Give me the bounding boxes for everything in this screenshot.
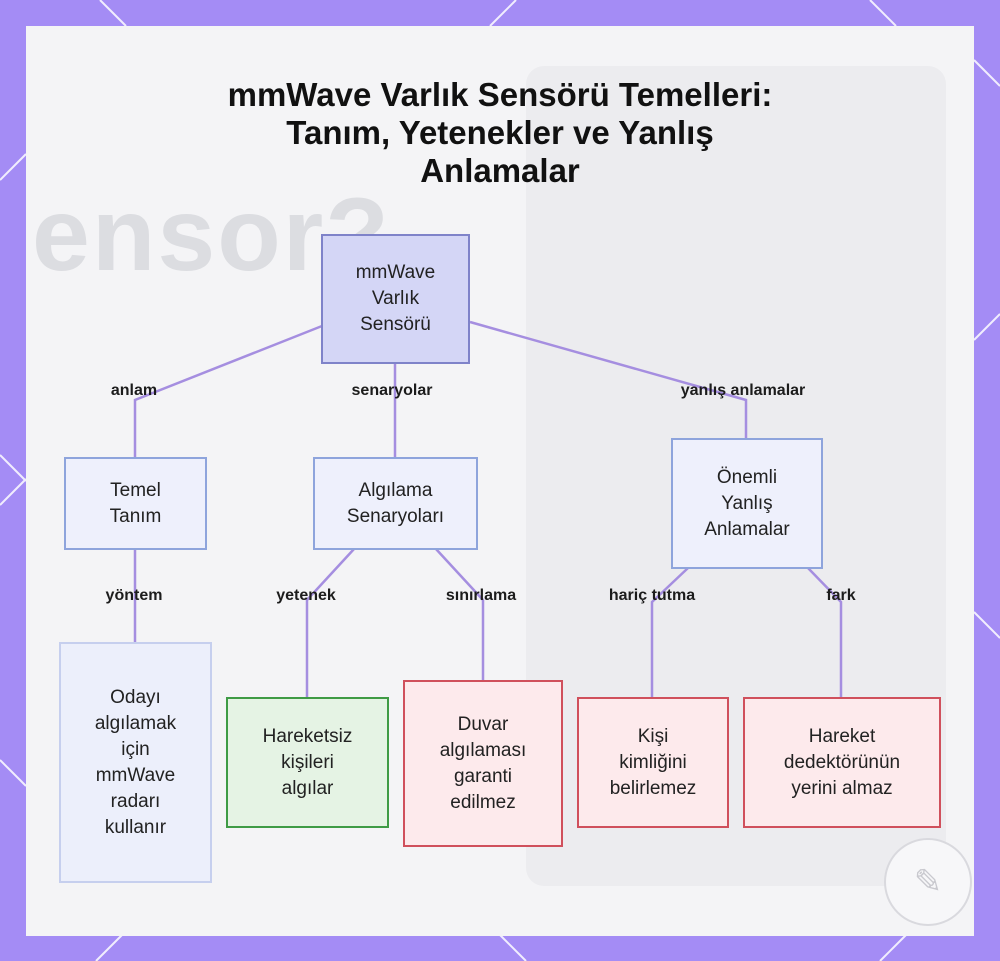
edge-mis-motion <box>807 567 843 697</box>
edge-scenarios-still <box>305 548 355 697</box>
node-wall-detection: Duvar algılaması garanti edilmez <box>403 680 563 847</box>
edge-mis-identity <box>650 567 689 697</box>
node-method: Odayı algılamak için mmWave radarı kulla… <box>59 642 212 883</box>
edge-root-basic <box>133 324 323 457</box>
node-detection-scenarios: Algılama Senaryoları <box>313 457 478 550</box>
edge-label-method: yöntem <box>105 587 163 604</box>
edge-root-misconceptions <box>469 320 748 438</box>
diagram-title: mmWave Varlık Sensörü Temelleri: Tanım, … <box>227 76 773 189</box>
edge-label-exclusion: hariç tutma <box>608 587 696 604</box>
edge-label-capability: yetenek <box>276 587 336 604</box>
edge-label-meaning: anlam <box>110 382 158 399</box>
edge-label-limitation: sınırlama <box>445 587 517 604</box>
node-root: mmWave Varlık Sensörü <box>321 234 470 364</box>
edge-label-scenarios: senaryolar <box>351 382 433 399</box>
edge-scenarios-wall <box>435 548 485 680</box>
edge-label-difference: fark <box>826 587 856 604</box>
node-detects-still: Hareketsiz kişileri algılar <box>226 697 389 828</box>
node-no-identity: Kişi kimliğini belirlemez <box>577 697 729 828</box>
logo-icon: ✎ <box>884 838 972 926</box>
node-basic-definition: Temel Tanım <box>64 457 207 550</box>
edge-label-misconceptions: yanlış anlamalar <box>680 382 806 399</box>
node-misconceptions: Önemli Yanlış Anlamalar <box>671 438 823 569</box>
node-not-motion: Hareket dedektörünün yerini almaz <box>743 697 941 828</box>
